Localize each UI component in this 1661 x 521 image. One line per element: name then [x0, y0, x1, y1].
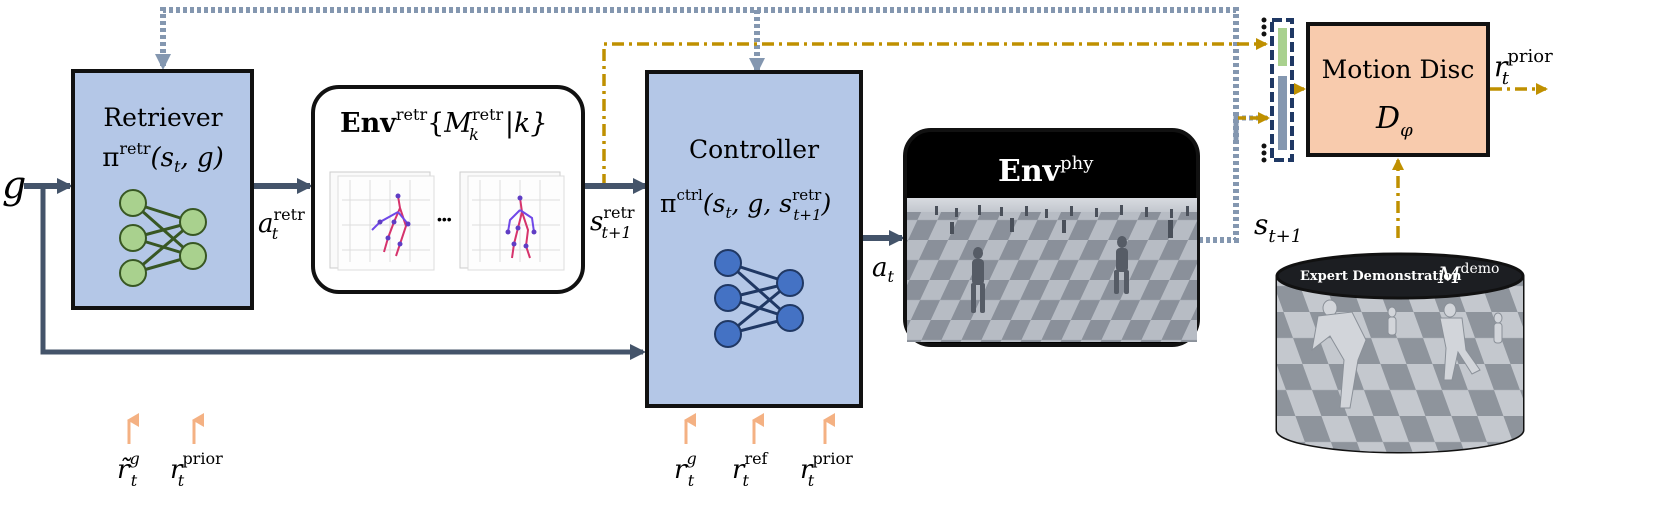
main-flow-arrows [24, 178, 905, 360]
expert-demo-label: Expert Demonstration [1300, 269, 1462, 284]
expert-demo-symbol: Mdemo [1437, 261, 1499, 289]
plots-ellipsis: ••• [437, 211, 452, 227]
retriever-block: Retriever πretr(st, g) [71, 69, 254, 310]
buffer-retr-segment [1278, 28, 1287, 66]
retriever-network-icon [119, 189, 207, 287]
discriminator-signal-lines [602, 38, 1548, 238]
motion-disc-box [1306, 22, 1490, 157]
expert-demonstration-db: Expert Demonstration Mdemo [1275, 252, 1525, 454]
motion-disc-title: Motion Disc [1322, 55, 1475, 84]
physics-env-title: Envphy [998, 153, 1094, 189]
retriever-title: Retriever [103, 103, 222, 132]
feedback-to-buffer-line [1233, 115, 1268, 140]
physics-sim-scene [907, 198, 1197, 342]
retr-state-to-buffer-line [602, 38, 1268, 186]
retriever-policy: πretr(st, g) [102, 139, 224, 176]
retriever-box [71, 69, 254, 310]
controller-title: Controller [689, 135, 819, 164]
motion-disc-symbol: Dφ [1375, 101, 1413, 141]
goal-label: g [2, 163, 26, 207]
controller-action-label: at [872, 253, 895, 286]
expert-scene [1277, 276, 1523, 452]
motion-discriminator-block: Motion Disc Dφ [1306, 22, 1490, 157]
expert-cylinder-top [1275, 252, 1525, 300]
buffer-phys-segment [1278, 76, 1287, 150]
physics-env-block: Envphy [903, 128, 1200, 347]
controller-network-icon [714, 249, 804, 348]
goal-to-controller-arrow [40, 186, 646, 360]
retrieved-motion-plot-2 [459, 171, 565, 271]
controller-box [645, 70, 863, 408]
feedback-to-retriever-line [155, 7, 1239, 243]
retrieved-motion-plot-1 [329, 171, 435, 271]
state-buffer [1261, 17, 1294, 163]
humanoid-figures [971, 236, 1129, 313]
next-state-label: st+1 [1254, 208, 1302, 247]
expert-figures [1311, 299, 1503, 409]
